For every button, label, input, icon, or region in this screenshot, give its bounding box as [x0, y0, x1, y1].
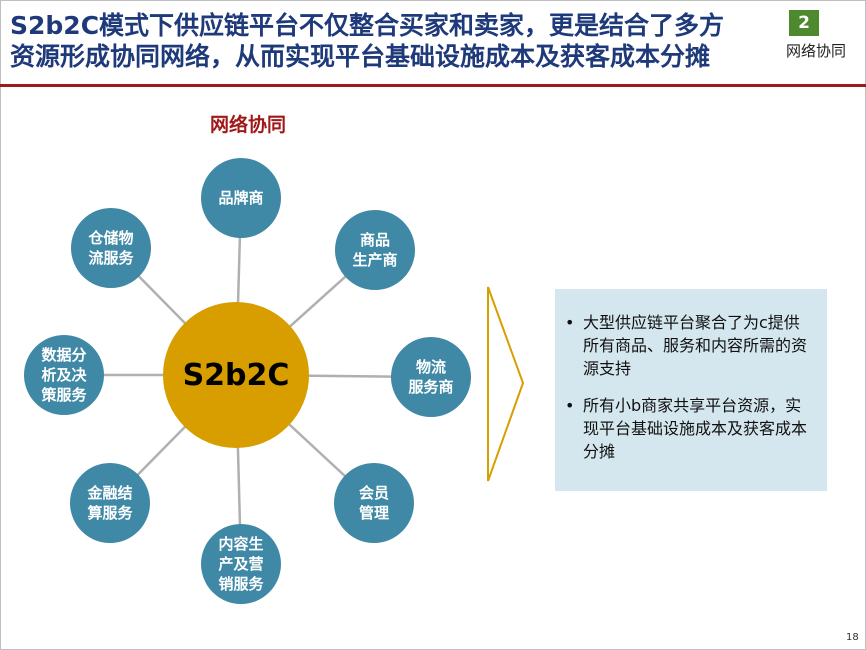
title-divider: [0, 84, 866, 87]
node-finance-settlement: 金融结 算服务: [70, 463, 150, 543]
node-brand: 品牌商: [201, 158, 281, 238]
node-warehousing: 仓储物 流服务: [71, 208, 151, 288]
diagram-title: 网络协同: [209, 114, 286, 136]
page-number: 18: [846, 632, 859, 643]
info-bullet: 大型供应链平台聚合了为c提供所有商品、服务和内容所需的资源支持: [565, 311, 813, 380]
node-logistics-provider: 物流 服务商: [391, 337, 471, 417]
slide-title: S2b2C模式下供应链平台不仅整合买家和卖家，更是结合了多方 资源形成协同网络，…: [10, 11, 725, 71]
node-manufacturer: 商品 生产商: [335, 210, 415, 290]
hub-s2b2c: S2b2C: [163, 302, 309, 448]
node-membership: 会员 管理: [334, 463, 414, 543]
node-content-marketing: 内容生 产及营 销服务: [201, 524, 281, 604]
node-data-analytics: 数据分 析及决 策服务: [24, 335, 104, 415]
section-badge-label: 网络协同: [786, 42, 847, 60]
section-badge-number: 2: [789, 10, 819, 36]
info-bullet-list: 大型供应链平台聚合了为c提供所有商品、服务和内容所需的资源支持 所有小b商家共享…: [565, 311, 813, 463]
right-arrow-shape: [487, 286, 525, 482]
info-box: 大型供应链平台聚合了为c提供所有商品、服务和内容所需的资源支持 所有小b商家共享…: [555, 289, 827, 491]
info-bullet: 所有小b商家共享平台资源，实现平台基础设施成本及获客成本分摊: [565, 394, 813, 463]
